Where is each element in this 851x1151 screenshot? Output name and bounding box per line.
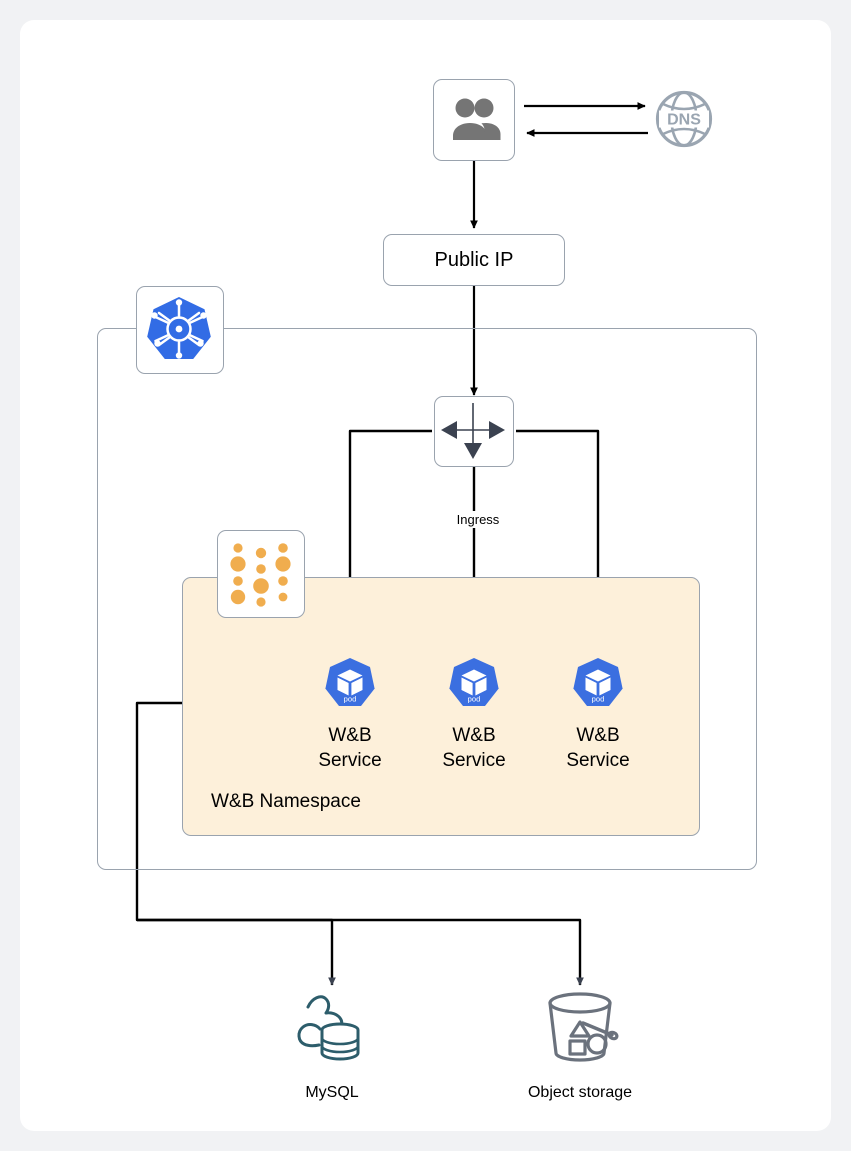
pod-node-1[interactable]: pod: [321, 656, 379, 714]
dns-node[interactable]: DNS: [653, 88, 715, 150]
wandb-namespace-box: [182, 577, 700, 836]
dns-globe-icon: DNS: [655, 90, 713, 148]
mysql-icon: [297, 995, 360, 1061]
pod-label-1: W&B Service: [318, 725, 382, 771]
pod-label-3: W&B Service: [566, 725, 630, 771]
diagram-canvas: [20, 20, 831, 1131]
kubernetes-icon: [147, 297, 211, 359]
pod-badge-label: pod: [344, 695, 357, 704]
mysql-node[interactable]: [290, 990, 376, 1066]
pod-badge-label: pod: [468, 695, 481, 704]
public-ip-label: Public IP: [434, 248, 514, 271]
pod-label-2: W&B Service: [442, 725, 506, 771]
kubernetes-cluster-node[interactable]: [136, 286, 224, 374]
dns-label: DNS: [667, 112, 701, 129]
pod-node-2[interactable]: pod: [445, 656, 503, 714]
pod-node-3[interactable]: pod: [569, 656, 627, 714]
object-storage-node[interactable]: [536, 990, 624, 1066]
users-icon: [453, 98, 501, 140]
users-node[interactable]: [433, 79, 515, 161]
public-ip-node[interactable]: Public IP: [383, 234, 565, 286]
namespace-node[interactable]: [217, 530, 305, 618]
ingress-node[interactable]: [434, 396, 514, 467]
pod-icon: pod: [573, 658, 623, 706]
pod-icon: pod: [325, 658, 375, 706]
pod-icon: pod: [449, 658, 499, 706]
mysql-label: MySQL: [305, 1084, 359, 1101]
object-storage-label: Object storage: [527, 1084, 633, 1101]
kubernetes-cluster-box: [97, 328, 757, 870]
ingress-label: Ingress: [437, 511, 519, 528]
pod-badge-label: pod: [592, 695, 605, 704]
namespace-dots-icon: [230, 543, 291, 607]
ingress-arrows-icon: [441, 403, 505, 459]
wandb-namespace-label: W&B Namespace: [211, 791, 361, 812]
connector-namespace-to-object-storage: [137, 918, 584, 986]
object-storage-bucket-icon: [548, 992, 619, 1062]
